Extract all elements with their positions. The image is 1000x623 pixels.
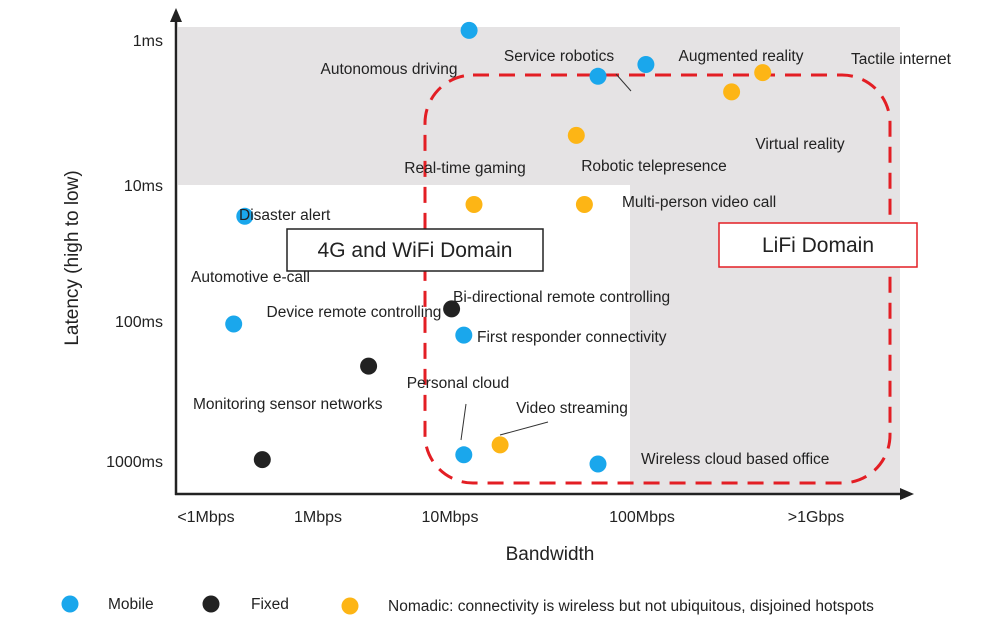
legend-label-fixed: Fixed [251,596,289,613]
point-label-augmented-reality: Augmented reality [679,48,804,65]
domain-label-4g-wifi: 4G and WiFi Domain [286,228,544,272]
shaded-region-low-latency [178,27,900,185]
legend-swatch-nomadic [341,597,359,615]
x-axis-title: Bandwidth [506,544,595,565]
lifi-domain-region [423,73,892,485]
legend-swatch-fixed [202,595,220,613]
data-point-device-remote-controlling [360,357,378,375]
leader-line-personal-cloud [460,403,467,441]
x-tick-label: <1Mbps [177,509,234,526]
data-point-disaster-alert [236,207,254,225]
point-label-device-remote-controlling: Device remote controlling [267,304,442,321]
x-tick-label: 10Mbps [422,509,479,526]
y-tick-label: 100ms [115,314,163,331]
point-label-autonomous-driving: Autonomous driving [321,61,458,78]
x-tick-label: >1Gbps [788,509,844,526]
domain-label-text: 4G and WiFi Domain [318,239,513,262]
domain-label-lifi: LiFi Domain [718,222,918,268]
y-tick-label: 1000ms [106,454,163,471]
legend-swatch-mobile [61,595,79,613]
point-label-service-robotics: Service robotics [504,48,615,65]
point-label-disaster-alert: Disaster alert [239,207,331,224]
leader-lines [460,73,632,441]
point-label-personal-cloud: Personal cloud [407,375,510,392]
point-label-video-streaming: Video streaming [516,400,628,417]
legend: Mobile Fixed Nomadic: connectivity is wi… [61,595,874,615]
domain-label-text: LiFi Domain [762,234,874,257]
data-point-autonomous-driving [460,21,478,39]
point-label-first-responder-connectivity: First responder connectivity [477,329,667,346]
axes [170,8,914,500]
data-point-augmented-reality [637,56,655,73]
data-point-personal-cloud [455,446,473,464]
point-label-real-time-gaming: Real-time gaming [404,160,525,177]
y-axis-title: Latency (high to low) [62,170,83,345]
data-points [225,21,772,473]
data-point-virtual-reality [723,83,741,101]
x-axis-arrow [900,488,914,500]
domain-label-box [286,228,544,272]
point-label-bi-directional-remote-controlling: Bi-directional remote controlling [453,289,670,306]
y-tick-label: 10ms [124,178,163,195]
leader-line-video-streaming [499,421,549,436]
point-labels: Autonomous driving Service robotics Augm… [191,48,952,468]
data-point-service-robotics [589,67,607,85]
data-point-monitoring-sensor-networks [253,451,271,469]
data-point-robotic-telepresence [567,126,585,144]
data-point-first-responder-connectivity [455,326,473,344]
legend-label-nomadic: Nomadic: connectivity is wireless but no… [388,598,874,615]
leader-line-service-robotics [615,73,632,92]
x-tick-labels: <1Mbps 1Mbps 10Mbps 100Mbps >1Gbps [177,509,844,526]
point-label-robotic-telepresence: Robotic telepresence [581,158,727,175]
point-label-tactile-internet: Tactile internet [851,51,952,68]
point-label-wireless-cloud-based-office: Wireless cloud based office [641,451,829,468]
x-tick-label: 1Mbps [294,509,342,526]
data-point-tactile-internet [754,64,772,82]
point-label-multi-person-video-call: Multi-person video call [622,194,776,211]
data-point-multi-person-video-call [575,196,593,213]
y-tick-labels: 1ms 10ms 100ms 1000ms [106,33,163,471]
data-point-video-streaming [491,436,509,454]
point-label-monitoring-sensor-networks: Monitoring sensor networks [193,396,383,413]
data-point-automotive-e-call [225,315,243,333]
y-tick-label: 1ms [133,33,163,50]
point-label-automotive-e-call: Automotive e-call [191,269,310,286]
data-point-wireless-cloud-based-office [589,455,607,473]
x-tick-label: 100Mbps [609,509,675,526]
y-axis-arrow [170,8,182,22]
legend-label-mobile: Mobile [108,596,154,613]
data-point-real-time-gaming [465,196,483,213]
point-label-virtual-reality: Virtual reality [755,136,845,153]
domain-label-box [718,222,918,268]
data-point-bi-directional-remote-controlling [443,300,461,318]
